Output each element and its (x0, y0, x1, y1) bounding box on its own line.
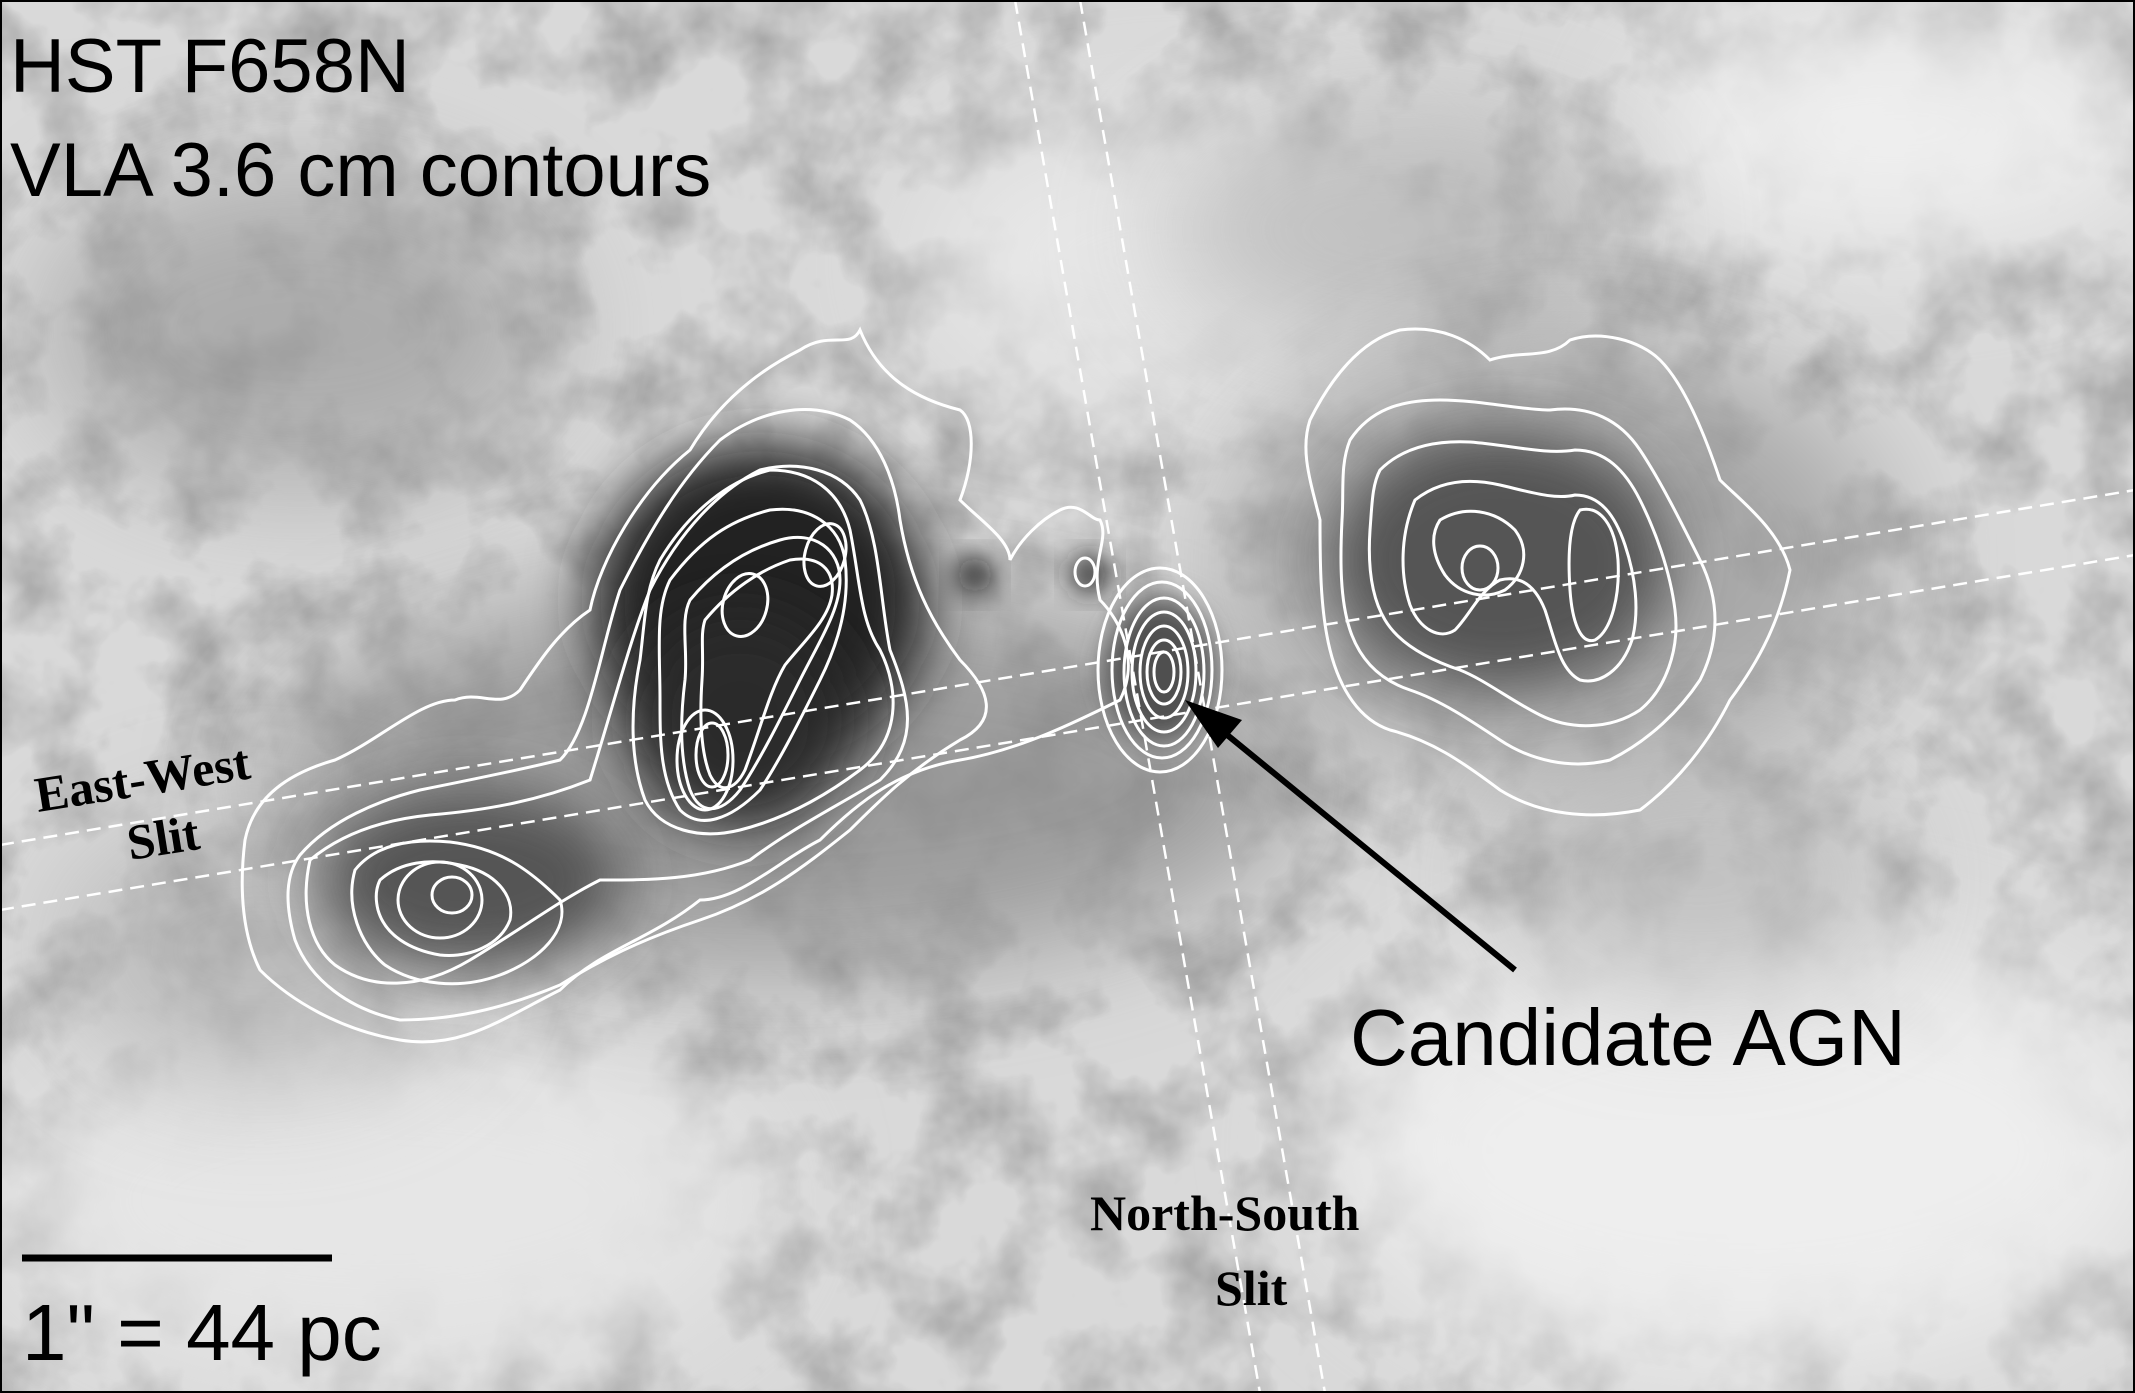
agn-contour-6 (1145, 638, 1183, 706)
contour-east-6 (1460, 544, 1500, 592)
contour-east-2 (1339, 398, 1717, 766)
contour-west-7 (430, 875, 474, 915)
contour-east-7 (1567, 507, 1620, 643)
agn-contour-1 (1096, 566, 1224, 774)
contour-east-1 (1304, 327, 1792, 817)
scale-bar-label: 1" = 44 pc (22, 1288, 382, 1377)
contour-center-2 (657, 507, 848, 822)
contour-knot-a (720, 572, 770, 638)
radio-contours (240, 326, 1792, 1044)
contour-west-4 (350, 839, 564, 986)
north-south-slit-line-2 (1078, 0, 1327, 1393)
north-south-slit-label-2: Slit (1215, 1260, 1288, 1316)
image-band-label: HST F658N (10, 24, 410, 109)
contour-east-4 (1401, 479, 1638, 683)
contour-small (1073, 556, 1097, 588)
contour-center-3 (680, 535, 842, 811)
contour-east-5 (1432, 509, 1526, 597)
contour-center-1 (631, 468, 895, 836)
contour-west-2 (286, 408, 988, 1022)
agn-label: Candidate AGN (1350, 993, 1906, 1082)
east-west-slit-line-2 (0, 553, 2135, 912)
north-south-slit-line-1 (1013, 0, 1262, 1393)
agn-contour-5 (1138, 624, 1190, 720)
agn-contour-2 (1110, 580, 1214, 760)
contour-knot-c (675, 708, 735, 812)
contour-knot-d (694, 721, 730, 789)
contour-center-4 (699, 557, 834, 789)
contour-east-3 (1367, 440, 1678, 728)
east-west-slit-label-2: Slit (123, 804, 203, 871)
agn-contour-3 (1122, 596, 1206, 748)
east-west-slit-line-1 (0, 488, 2135, 847)
north-south-slit-label-1: North-South (1090, 1185, 1360, 1241)
contour-knot-b (802, 522, 848, 588)
agn-arrow (1185, 700, 1517, 973)
contour-west-3 (304, 464, 909, 985)
contour-west-6 (396, 860, 484, 940)
overlay-label: VLA 3.6 cm contours (10, 128, 711, 213)
